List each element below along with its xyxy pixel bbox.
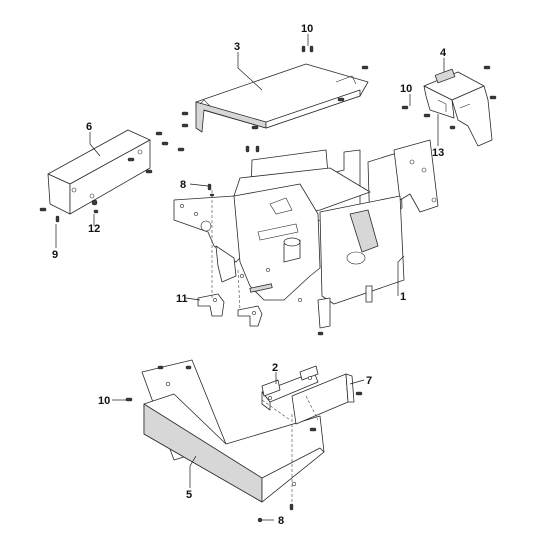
callout-7: 7: [366, 375, 372, 387]
part-7-cover-plate: [291, 373, 355, 425]
part-6-side-bracket: [47, 129, 151, 215]
callout-10-tray: 10: [98, 395, 110, 407]
callout-6: 6: [86, 121, 92, 133]
part-11-clips: [197, 293, 263, 327]
callout-3: 3: [234, 41, 240, 53]
part-1-main-frame: [173, 139, 439, 329]
callout-13: 13: [432, 147, 444, 159]
callout-10-top: 10: [301, 23, 313, 35]
callout-11: 11: [176, 293, 188, 305]
callout-8-tray: 8: [278, 515, 284, 527]
part-3-top-cover: [195, 63, 369, 133]
callout-12: 12: [88, 223, 100, 235]
callout-5: 5: [186, 489, 192, 501]
callouts: 1 2 3 4 5 6 7 8 8 9 10 10 10 11 12 13: [52, 23, 447, 527]
callout-4: 4: [440, 47, 447, 59]
part-5-bottom-tray: [141, 359, 325, 503]
callout-1: 1: [400, 291, 406, 303]
fasteners: [39, 45, 497, 523]
callout-10-guard: 10: [400, 83, 412, 95]
leader-lines: [55, 34, 445, 521]
assembly-lines: [211, 190, 319, 504]
callout-8-frame: 8: [180, 179, 186, 191]
part-4-battery-guard: [423, 68, 493, 147]
callout-2: 2: [272, 362, 278, 374]
callout-9: 9: [52, 249, 58, 261]
